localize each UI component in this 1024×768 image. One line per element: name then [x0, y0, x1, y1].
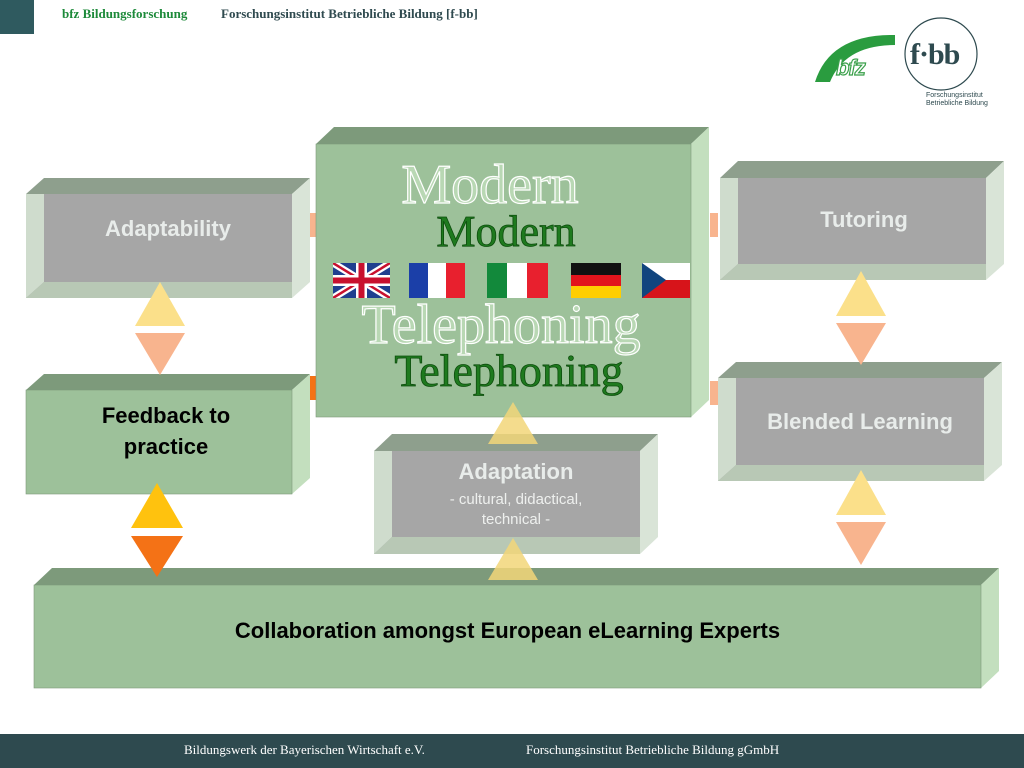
header-accent-square	[0, 0, 34, 34]
czech-flag-icon	[642, 263, 690, 298]
germany-flag-icon	[571, 263, 621, 298]
connector-stub	[308, 376, 316, 400]
up-arrow-icon	[488, 538, 538, 580]
up-arrow-icon	[131, 483, 183, 528]
bfz-logo-text: bfz	[835, 54, 866, 80]
title-telephoning-outline: Telephoning	[361, 294, 640, 356]
up-arrow-icon	[488, 402, 538, 444]
collaboration-box	[33, 568, 999, 689]
collaboration-label: Collaboration amongst European eLearning…	[234, 618, 781, 643]
footer-bar	[0, 734, 1024, 768]
feedback-label: Feedback to practice	[101, 403, 231, 459]
adaptation-label: Adaptation	[458, 459, 574, 484]
up-arrow-icon	[836, 271, 886, 316]
title-modern: Modern	[436, 207, 575, 256]
down-arrow-icon	[131, 536, 183, 577]
tutoring-box	[720, 161, 1004, 280]
adaptation-box	[374, 434, 658, 554]
fbb-logo-icon	[904, 17, 978, 91]
connector-stub	[710, 213, 718, 237]
italy-flag-icon	[487, 263, 548, 298]
footer-right: Forschungsinstitut Betriebliche Bildung …	[526, 742, 780, 757]
down-arrow-icon	[836, 323, 886, 365]
up-arrow-icon	[135, 282, 185, 326]
fbb-logo-text: f·bb	[910, 38, 960, 71]
down-arrow-icon	[135, 333, 185, 375]
bfz-logo-icon	[815, 34, 895, 82]
tutoring-label: Tutoring	[820, 207, 908, 232]
blended-learning-box	[718, 362, 1002, 481]
connector-stub	[710, 381, 718, 405]
fbb-logo-subtitle: Forschungsinstitut Betriebliche Bildung	[926, 92, 988, 107]
connector-stub	[308, 213, 316, 237]
title-telephoning: Telephoning	[394, 345, 623, 396]
header-institute: Forschungsinstitut Betriebliche Bildung …	[221, 6, 478, 21]
feedback-box	[25, 374, 310, 495]
down-arrow-icon	[836, 522, 886, 565]
footer-left: Bildungswerk der Bayerischen Wirtschaft …	[184, 742, 425, 757]
adaptation-subtitle: - cultural, didactical, technical -	[449, 491, 583, 528]
adaptability-label: Adaptability	[105, 216, 231, 241]
uk-flag-icon	[333, 263, 390, 298]
header-brand: bfz Bildungsforschung	[62, 6, 188, 21]
title-modern-outline: Modern	[401, 154, 578, 216]
blended-learning-label: Blended Learning	[767, 409, 953, 434]
diagram-canvas: Modern Modern Telephoning Telephoning	[25, 17, 1004, 689]
france-flag-icon	[409, 263, 465, 298]
up-arrow-icon	[836, 470, 886, 515]
adaptability-box	[26, 178, 310, 298]
